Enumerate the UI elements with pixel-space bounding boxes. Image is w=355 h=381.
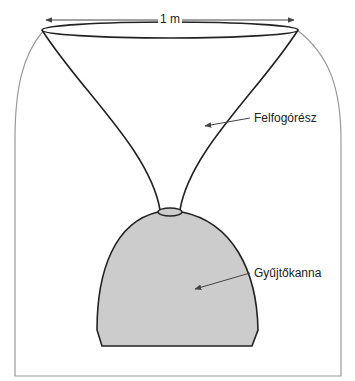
part-label: Gyűjtőkanna [254, 266, 321, 280]
leader-arrow [195, 273, 250, 289]
collection-can [97, 212, 258, 346]
housing-outline [15, 30, 341, 376]
funnel-side [42, 30, 160, 210]
part-label: Felfogórész [254, 111, 317, 125]
funnel-neck [158, 208, 182, 216]
leader-arrow [205, 118, 250, 126]
dimension-label: 1 m [158, 12, 182, 26]
